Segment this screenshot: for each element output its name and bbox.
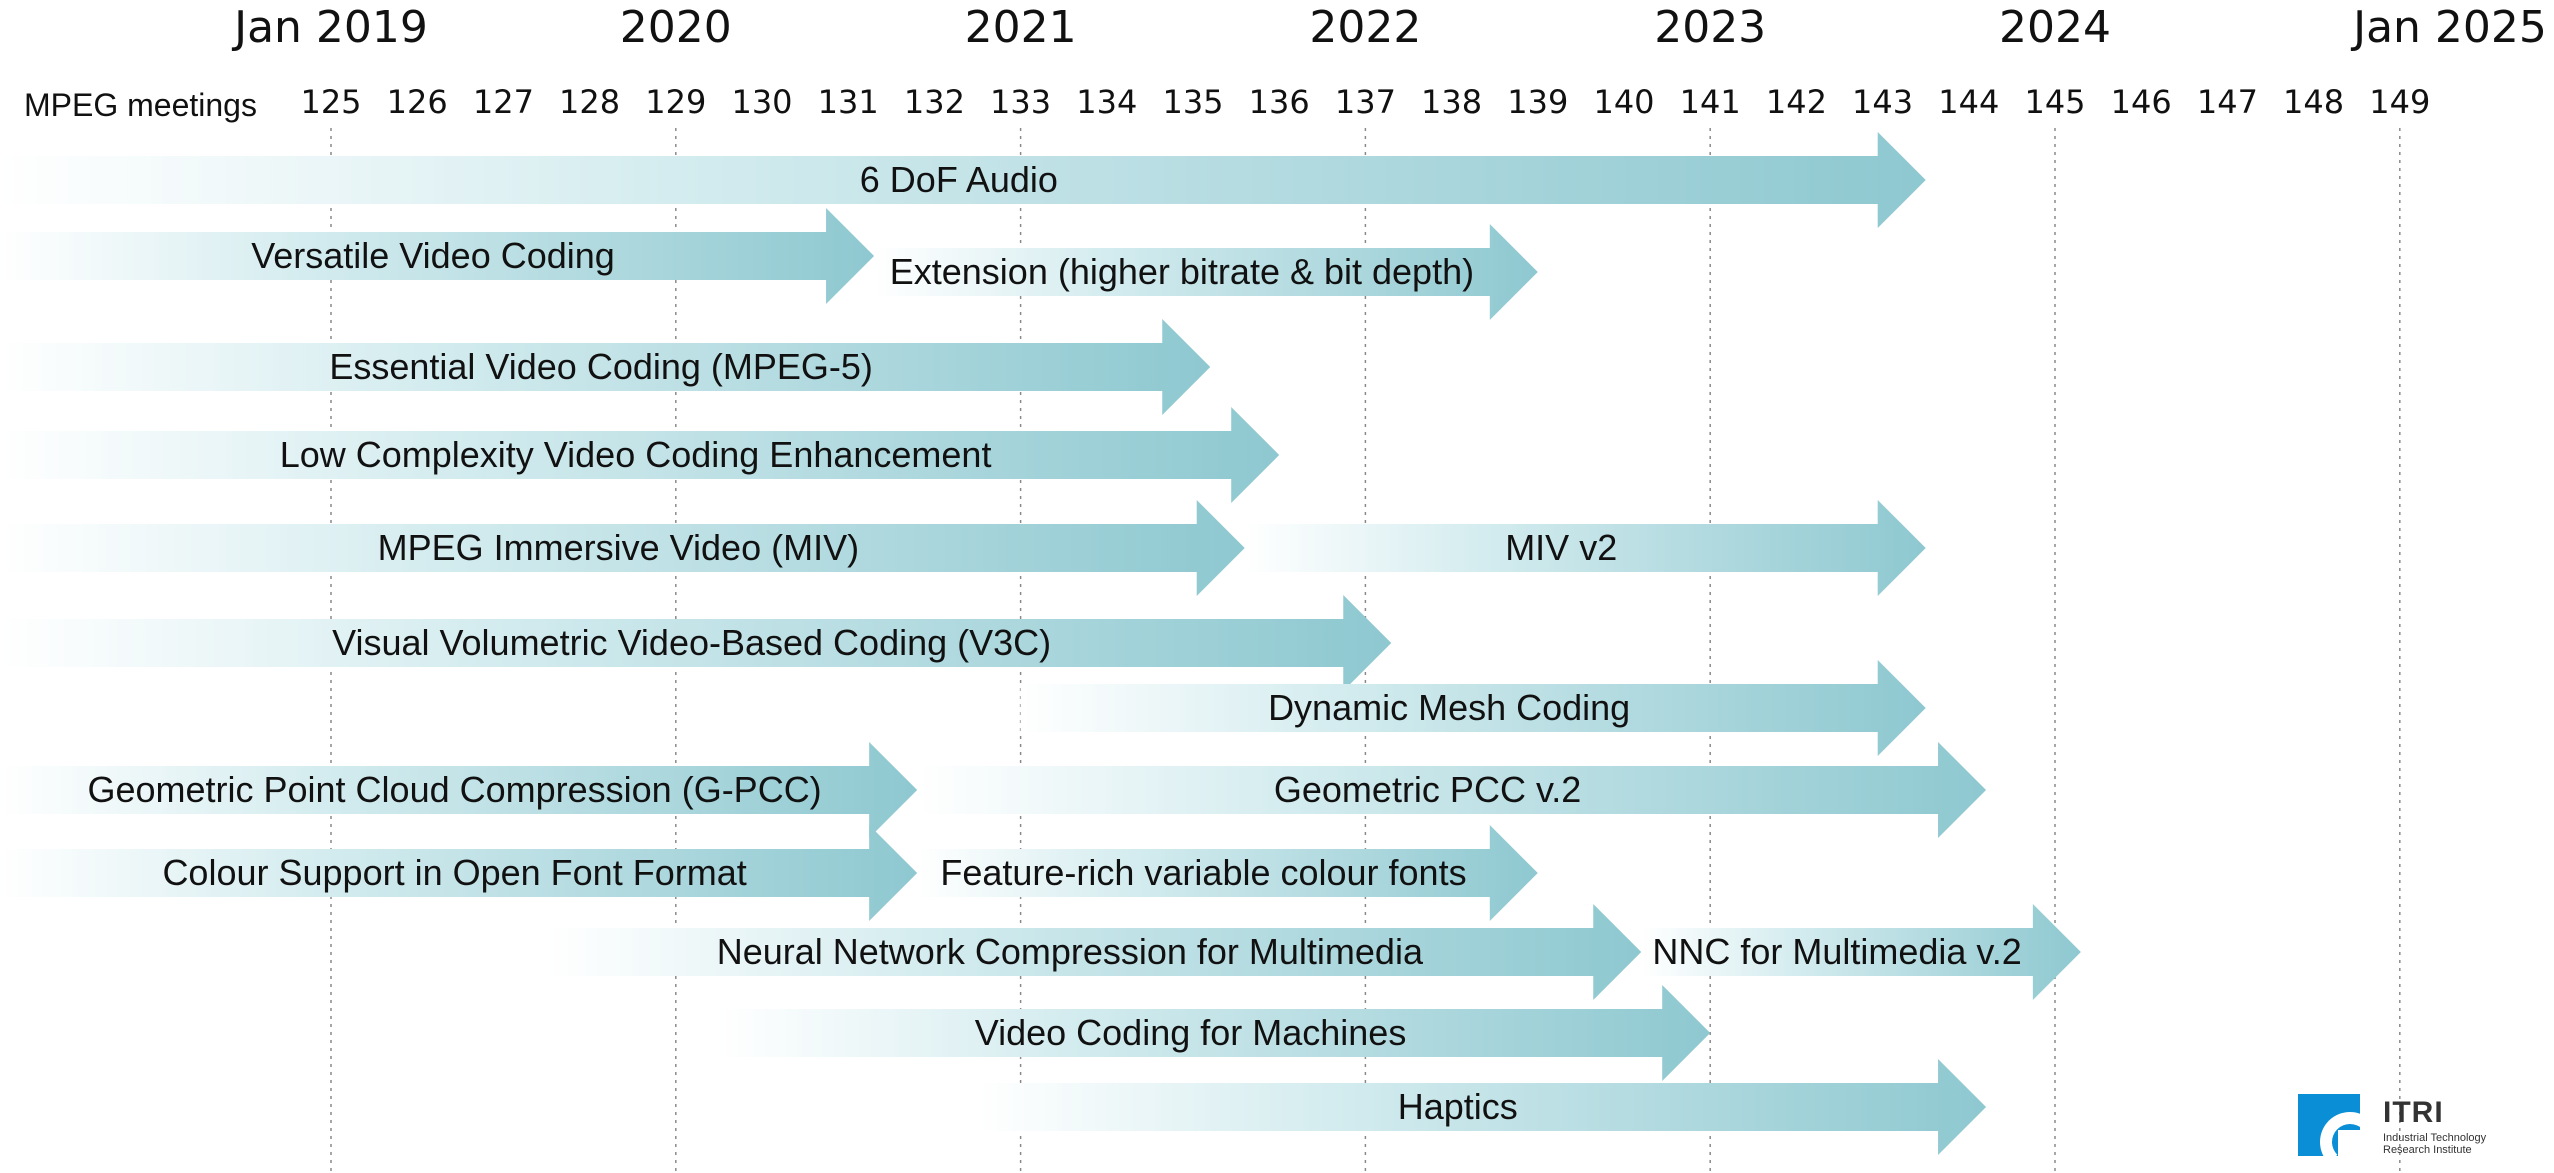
roadmap-arrow (0, 500, 1245, 596)
meeting-number: 146 (2111, 83, 2172, 121)
roadmap-arrow (0, 132, 1926, 228)
meeting-number: 137 (1335, 83, 1396, 121)
roadmap-bar: Low Complexity Video Coding Enhancement (0, 407, 1280, 503)
year-label: 2021 (965, 2, 1077, 53)
meeting-number: 125 (300, 83, 361, 121)
meeting-number: 127 (473, 83, 534, 121)
roadmap-bar: NNC for Multimedia v.2 (1641, 904, 2081, 1000)
bar-label: MPEG Immersive Video (MIV) (378, 527, 859, 568)
roadmap-arrow (917, 742, 1987, 838)
timeline-header: Jan 2019 2020 2021 2022 2023 2024 Jan 2025MPEG… (24, 2, 2547, 123)
year-label: 2022 (1309, 2, 1421, 53)
meeting-number: 135 (1162, 83, 1223, 121)
roadmap-bar: Visual Volumetric Video-Based Coding (V3… (0, 595, 1392, 691)
bar-label: Colour Support in Open Font Format (162, 852, 746, 893)
bar-label: Geometric PCC v.2 (1274, 769, 1581, 810)
meeting-number: 130 (731, 83, 792, 121)
roadmap-bar: Geometric Point Cloud Compression (G-PCC… (0, 742, 918, 838)
meeting-number: 134 (1076, 83, 1137, 121)
bar-label: Video Coding for Machines (975, 1012, 1407, 1053)
bar-label: Feature-rich variable colour fonts (940, 852, 1466, 893)
logo-name: ITRI (2383, 1096, 2444, 1129)
itri-logo-icon (2298, 1094, 2360, 1156)
roadmap-bar: MPEG Immersive Video (MIV) (0, 500, 1245, 596)
roadmap-arrow (977, 1059, 1987, 1155)
meeting-number: 138 (1421, 83, 1482, 121)
roadmap-bar: Colour Support in Open Font Format (0, 825, 918, 921)
roadmap-arrow (874, 224, 1538, 320)
bar-label: 6 DoF Audio (860, 159, 1058, 200)
roadmap-arrow (0, 595, 1392, 691)
meeting-number: 148 (2283, 83, 2344, 121)
roadmap-bar: Feature-rich variable colour fonts (917, 825, 1538, 921)
roadmap-arrow (0, 319, 1211, 415)
roadmap-arrow (0, 825, 918, 921)
bar-label: NNC for Multimedia v.2 (1652, 931, 2021, 972)
meeting-number: 141 (1680, 83, 1741, 121)
bar-label: Geometric Point Cloud Compression (G-PCC… (87, 769, 821, 810)
meeting-number: 129 (645, 83, 706, 121)
meeting-number: 147 (2197, 83, 2258, 121)
meeting-number: 145 (2024, 83, 2085, 121)
roadmap-arrow (1020, 660, 1926, 756)
meeting-number: 133 (990, 83, 1051, 121)
bar-label: Dynamic Mesh Coding (1268, 687, 1630, 728)
year-label: Jan 2025 (2350, 2, 2547, 53)
meeting-number: 142 (1766, 83, 1827, 121)
bar-label: Versatile Video Coding (251, 235, 615, 276)
meeting-number: 128 (559, 83, 620, 121)
roadmap-arrow (0, 742, 918, 838)
bar-label: Low Complexity Video Coding Enhancement (280, 434, 992, 475)
roadmap-arrow (546, 904, 1642, 1000)
roadmap-bar: MIV v2 (1244, 500, 1926, 596)
roadmap-arrow (1244, 500, 1926, 596)
roadmap-bar: Neural Network Compression for Multimedi… (546, 904, 1642, 1000)
bar-label: Neural Network Compression for Multimedi… (717, 931, 1424, 972)
meeting-number: 140 (1593, 83, 1654, 121)
roadmap-bar: 6 DoF Audio (0, 132, 1926, 228)
bar-label: MIV v2 (1505, 527, 1617, 568)
roadmap-bar: Essential Video Coding (MPEG-5) (0, 319, 1211, 415)
roadmap-bar: Haptics (977, 1059, 1987, 1155)
roadmap-bar: Geometric PCC v.2 (917, 742, 1987, 838)
roadmap-arrow (0, 208, 875, 304)
meeting-number: 132 (904, 83, 965, 121)
logo-subtitle: Industrial Technology Research Institute (2383, 1132, 2487, 1156)
bar-label: Haptics (1398, 1086, 1518, 1127)
roadmap-arrow (718, 985, 1711, 1081)
roadmap-bar: Video Coding for Machines (718, 985, 1711, 1081)
year-label: 2020 (620, 2, 732, 53)
meeting-number: 143 (1852, 83, 1913, 121)
year-label: Jan 2019 (231, 2, 428, 53)
roadmap-arrow (0, 407, 1280, 503)
roadmap-bar: Extension (higher bitrate & bit depth) (874, 224, 1538, 320)
meeting-number: 136 (1249, 83, 1310, 121)
itri-logo: ITRI Industrial Technology Research Inst… (2298, 1094, 2498, 1162)
year-label: 2024 (1999, 2, 2111, 53)
meeting-number: 139 (1507, 83, 1568, 121)
meeting-number: 149 (2369, 83, 2430, 121)
meetings-label: MPEG meetings (24, 87, 257, 123)
meeting-number: 126 (387, 83, 448, 121)
bar-label: Visual Volumetric Video-Based Coding (V3… (332, 622, 1051, 663)
roadmap-arrow (917, 825, 1538, 921)
year-label: 2023 (1654, 2, 1766, 53)
meeting-number: 131 (818, 83, 879, 121)
roadmap-bar: Versatile Video Coding (0, 208, 875, 304)
roadmap-bar: Dynamic Mesh Coding (1020, 660, 1926, 756)
meeting-number: 144 (1938, 83, 1999, 121)
bar-label: Essential Video Coding (MPEG-5) (329, 346, 873, 387)
roadmap-arrow (1641, 904, 2081, 1000)
bar-label: Extension (higher bitrate & bit depth) (890, 251, 1474, 292)
